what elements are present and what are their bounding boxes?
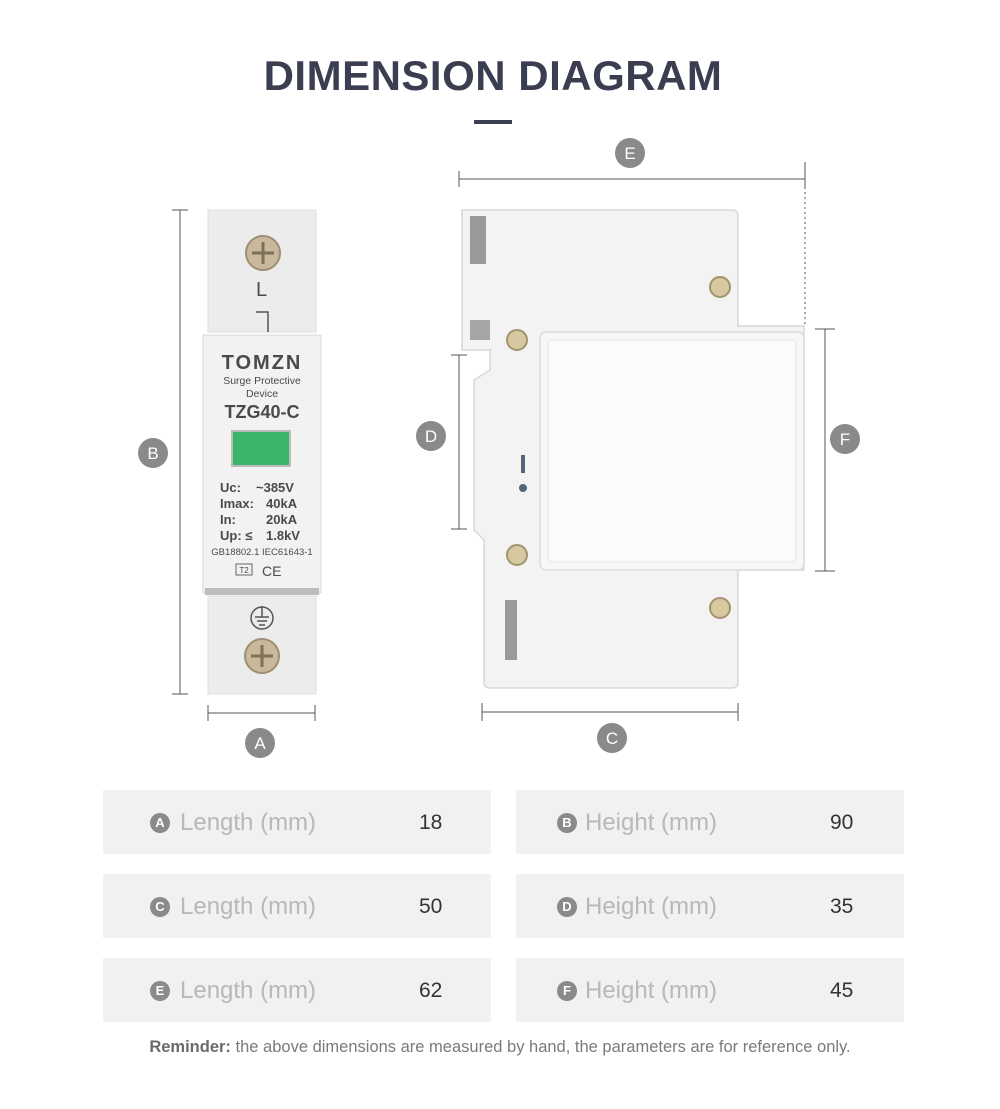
device-type-line2: Device [246,388,278,400]
svg-text:D: D [425,427,437,446]
marker-E: E [615,138,645,168]
dimension-value: 90 [830,811,854,834]
dimension-value: 45 [830,979,854,1002]
badge-letter: A [150,813,170,833]
marker-C: C [597,723,627,753]
dimension-label: Height (mm) [585,977,718,1004]
dimension-row-C: C Length (mm) 50 [103,874,491,938]
svg-text:C: C [606,729,618,748]
dimension-value: 50 [419,895,443,918]
rivet-icon [709,276,731,298]
standards-text: GB18802.1 IEC61643-1 [211,547,312,558]
dimension-row-B: B Height (mm) 90 [516,790,904,854]
spec-value: ~385V [256,480,294,495]
device-type-line1: Surge Protective [223,375,301,387]
dimension-label: Length (mm) [180,893,317,920]
side-view-device [461,209,805,689]
dimension-label: Height (mm) [585,809,718,836]
dimension-label: Height (mm) [585,893,718,920]
terminal-label: L [256,279,267,301]
rivet-icon [709,597,731,619]
svg-text:F: F [840,430,850,449]
badge-letter: C [150,897,170,917]
svg-text:E: E [624,144,635,163]
badge-letter: D [557,897,577,917]
reminder-text: the above dimensions are measured by han… [230,1038,851,1056]
dimension-value: 35 [830,895,854,918]
spec-value: 40kA [266,496,298,511]
spec-value: 20kA [266,512,298,527]
page-title: DIMENSION DIAGRAM [263,52,723,99]
badge-letter: E [150,981,170,1001]
dimension-diagram: L TOMZN Surge Protective Device TZG40-C … [138,138,860,758]
front-view-device: L TOMZN Surge Protective Device TZG40-C … [202,209,322,695]
spec-key: Up: ≤ [220,528,252,543]
status-indicator-window [231,430,291,467]
dimension-lines [172,162,835,721]
ce-mark: CE [262,563,281,579]
model-number: TZG40-C [224,402,299,422]
spec-key: Uc: [220,480,241,495]
dimension-row-E: E Length (mm) 62 [103,958,491,1022]
reminder-note: Reminder: the above dimensions are measu… [0,1038,1000,1057]
marker-F: F [830,424,860,454]
marker-A: A [245,728,275,758]
class-mark: T2 [239,566,249,575]
dimension-row-D: D Height (mm) 35 [516,874,904,938]
ground-icon [250,606,274,630]
rivet-icon [506,329,528,351]
rivet-icon [506,544,528,566]
spec-value: 1.8kV [266,528,300,543]
dimension-value: 62 [419,979,443,1002]
spec-key: Imax: [220,496,254,511]
marker-B: B [138,438,168,468]
svg-text:B: B [147,444,158,463]
dimension-value: 18 [419,811,443,834]
badge-letter: B [557,813,577,833]
brand-logo: TOMZN [222,352,303,374]
dimension-row-A: A Length (mm) 18 [103,790,491,854]
spec-key: In: [220,512,236,527]
svg-text:A: A [254,734,266,753]
dimension-label: Length (mm) [180,977,317,1004]
reminder-label: Reminder: [149,1038,231,1056]
badge-letter: F [557,981,577,1001]
dimension-label: Length (mm) [180,809,317,836]
marker-D: D [416,421,446,451]
title-underline [474,120,512,124]
dimension-row-F: F Height (mm) 45 [516,958,904,1022]
